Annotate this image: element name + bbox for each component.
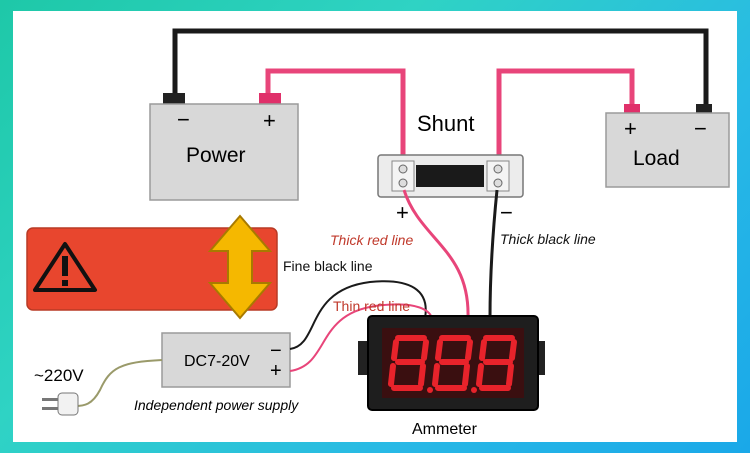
load-plus-sign: + (624, 116, 637, 141)
ammeter: Ammeter (358, 315, 545, 438)
warning-triangle-icon (33, 242, 97, 292)
power-supply-label: DC7-20V (184, 353, 250, 370)
independent-supply-label: Independent power supply (134, 397, 299, 413)
thick-red-wire-load (496, 68, 635, 162)
thick-red-line-label: Thick red line (330, 232, 413, 248)
shunt-plus-sign: + (396, 200, 409, 225)
mains-voltage-label: ~220V (34, 366, 84, 385)
warning-panel (26, 214, 278, 320)
thick-red-wire-power (265, 68, 406, 162)
thick-black-line-label: Thick black line (500, 231, 596, 247)
ammeter-display (388, 335, 517, 391)
power-supply-minus: − (270, 340, 282, 362)
shunt-label: Shunt (417, 111, 475, 136)
thick-black-top-wire (172, 28, 709, 108)
thick-red-sense-wire (402, 189, 470, 319)
double-arrow-icon (207, 214, 273, 320)
power-label: Power (186, 144, 246, 167)
load-minus-sign: − (694, 116, 707, 141)
power-supply: DC7-20V − + (161, 332, 291, 388)
power-supply-plus: + (270, 360, 282, 382)
thick-black-sense-wire (488, 189, 499, 319)
power-plus-sign: + (263, 108, 276, 133)
power-battery: − + Power (149, 93, 299, 201)
wiring-diagram: − + Power + − Load Shunt + − (26, 28, 730, 438)
load-battery: + − Load (605, 104, 730, 188)
fine-black-wire (289, 280, 427, 350)
thin-red-wire (289, 303, 433, 372)
thin-red-line-label: Thin red line (333, 298, 410, 314)
plug-icon (42, 392, 79, 416)
ammeter-label: Ammeter (412, 421, 478, 438)
mains-cable (74, 359, 163, 407)
diagram-canvas: − + Power + − Load Shunt + − (13, 11, 737, 442)
load-label: Load (633, 147, 680, 170)
fine-black-line-label: Fine black line (283, 258, 373, 274)
power-minus-sign: − (177, 107, 190, 132)
shunt-minus-sign: − (500, 200, 513, 225)
